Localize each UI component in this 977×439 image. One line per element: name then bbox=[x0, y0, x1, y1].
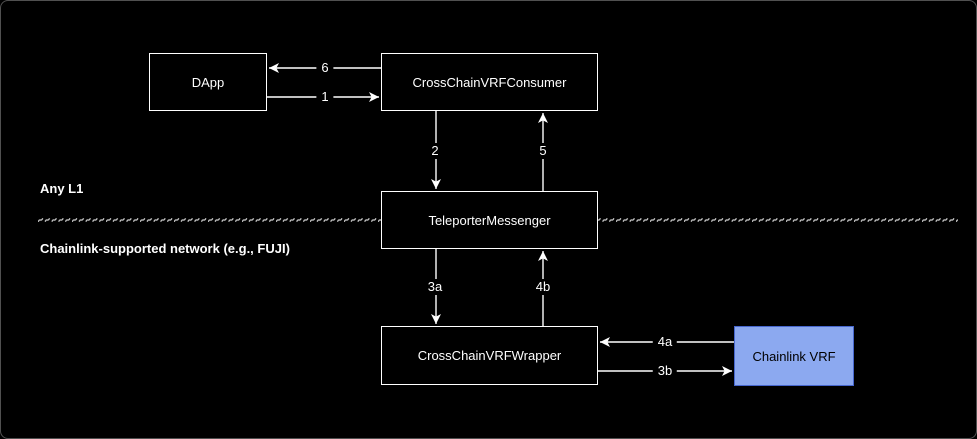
node-crosschain-vrf-consumer: CrossChainVRFConsumer bbox=[381, 53, 598, 111]
edge-label-step1: 1 bbox=[316, 89, 334, 105]
edge-label-step6: 6 bbox=[316, 60, 334, 76]
zone-label-any-l1: Any L1 bbox=[40, 181, 84, 196]
node-teleporter-messenger: TeleporterMessenger bbox=[381, 191, 598, 249]
zone-label-chainlink-network: Chainlink-supported network (e.g., FUJI) bbox=[40, 241, 290, 256]
edge-label-step5: 5 bbox=[534, 143, 552, 159]
node-chainlink-vrf: Chainlink VRF bbox=[734, 326, 854, 386]
edge-label-step3a: 3a bbox=[422, 279, 448, 295]
edge-label-step3b: 3b bbox=[652, 363, 678, 379]
edge-label-step2: 2 bbox=[426, 143, 444, 159]
edge-label-step4b: 4b bbox=[530, 279, 556, 295]
edge-label-step4a: 4a bbox=[652, 334, 678, 350]
node-crosschain-vrf-wrapper: CrossChainVRFWrapper bbox=[381, 326, 598, 385]
node-dapp: DApp bbox=[149, 53, 267, 111]
